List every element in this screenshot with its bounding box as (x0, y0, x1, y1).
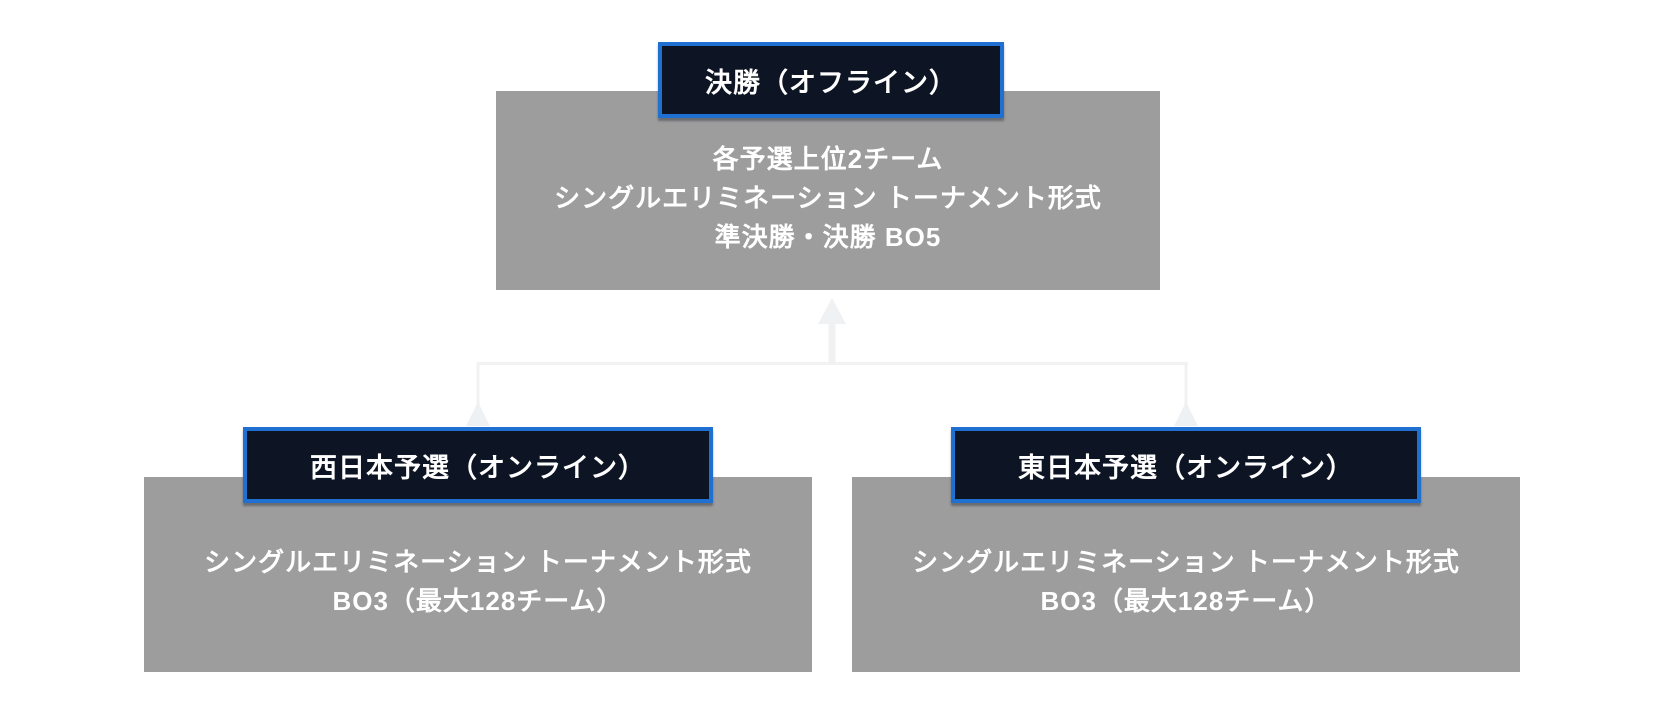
west-qualifier-title: 西日本予選（オンライン） (310, 452, 646, 483)
up-arrow-icon (818, 298, 846, 324)
up-arrow-stem (828, 316, 836, 365)
final-stage-badge: 決勝（オフライン） (658, 42, 1004, 118)
west-detail-line: BO3（最大128チーム） (332, 586, 624, 616)
final-detail-line: シングルエリミネーション トーナメント形式 (554, 183, 1102, 213)
final-stage-details: 各予選上位2チーム シングルエリミネーション トーナメント形式 準決勝・決勝 B… (496, 140, 1160, 257)
east-detail-line: BO3（最大128チーム） (1040, 586, 1332, 616)
west-qualifier-details: シングルエリミネーション トーナメント形式 BO3（最大128チーム） (144, 543, 812, 621)
connector-left-drop-line (476, 362, 480, 406)
west-up-arrowhead-icon (466, 402, 490, 426)
final-stage-title: 決勝（オフライン） (705, 67, 957, 98)
final-detail-line: 各予選上位2チーム (712, 144, 944, 174)
connector-right-drop-line (1184, 362, 1188, 406)
east-qualifier-box (852, 477, 1520, 672)
east-qualifier-badge: 東日本予選（オンライン） (951, 427, 1421, 503)
west-qualifier-badge: 西日本予選（オンライン） (243, 427, 713, 503)
west-qualifier-box (144, 477, 812, 672)
east-up-arrowhead-icon (1174, 402, 1198, 426)
east-qualifier-details: シングルエリミネーション トーナメント形式 BO3（最大128チーム） (852, 543, 1520, 621)
final-stage-box (496, 91, 1160, 290)
east-detail-line: シングルエリミネーション トーナメント形式 (912, 547, 1460, 577)
final-detail-line: 準決勝・決勝 BO5 (714, 222, 942, 252)
west-detail-line: シングルエリミネーション トーナメント形式 (204, 547, 752, 577)
east-qualifier-title: 東日本予選（オンライン） (1018, 452, 1354, 483)
